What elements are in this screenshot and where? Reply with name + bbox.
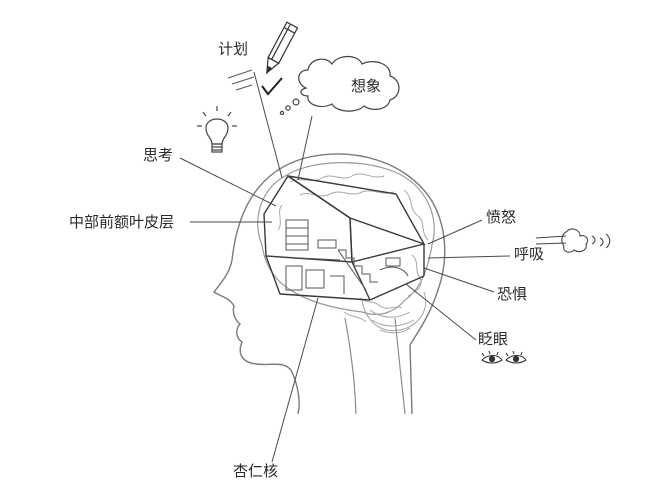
house-interior	[285, 219, 409, 294]
cerebellum	[361, 291, 427, 334]
writing-strokes	[227, 69, 255, 91]
breath-puff-icon	[535, 228, 611, 253]
pencil-icon	[265, 21, 299, 75]
eyes-icon	[481, 350, 527, 364]
leader-imagine	[297, 115, 313, 181]
house-structure	[263, 175, 426, 301]
leader-lines	[179, 71, 511, 463]
label-prefrontal-cortex: 中部前额叶皮层	[69, 213, 175, 231]
neck-line	[394, 317, 406, 415]
label-blink: 眨眼	[478, 330, 509, 348]
label-plan: 计划	[218, 40, 249, 58]
brain-gyri	[277, 173, 429, 323]
leader-amygdala	[271, 297, 319, 463]
leader-breath	[427, 255, 511, 259]
label-fear: 恐惧	[497, 285, 528, 303]
neck-line	[344, 317, 357, 415]
thought-cloud-icon	[279, 55, 400, 116]
label-amygdala: 杏仁核	[233, 462, 279, 480]
leader-fear	[423, 267, 495, 293]
brain-outline	[257, 162, 435, 315]
label-anger: 愤怒	[486, 208, 517, 226]
label-think: 思考	[143, 146, 174, 164]
label-breathing: 呼吸	[514, 245, 545, 263]
leader-blink	[405, 283, 477, 341]
lightbulb-icon	[197, 106, 237, 153]
leader-plan	[253, 71, 283, 179]
head-silhouette	[231, 153, 446, 415]
leader-anger	[427, 219, 483, 245]
label-imagine: 想象	[351, 77, 382, 95]
leader-think	[179, 157, 277, 207]
checkmark-icon	[261, 77, 283, 96]
face-profile	[212, 259, 300, 415]
